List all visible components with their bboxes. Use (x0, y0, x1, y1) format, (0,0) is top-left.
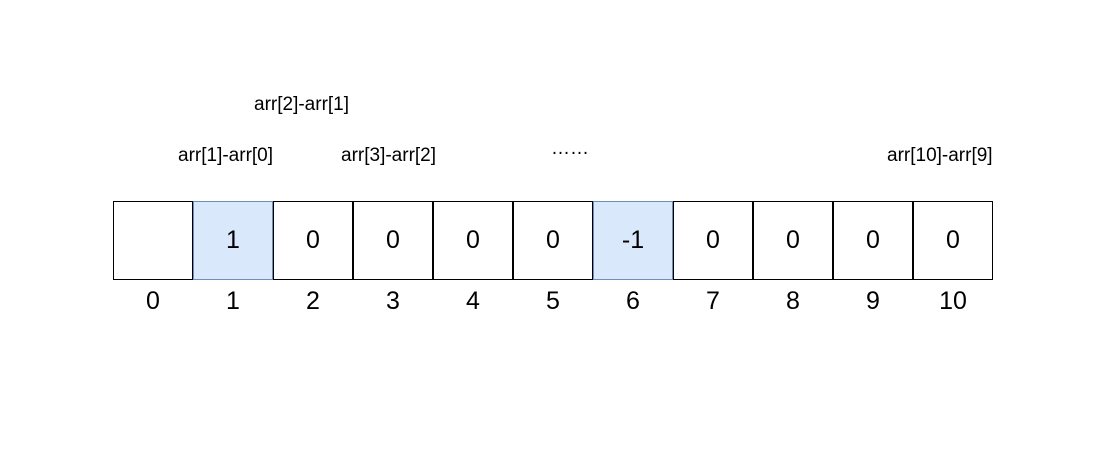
annotation-arr3-arr2: arr[3]-arr[2] (341, 145, 437, 166)
annotation-ellipsis: …… (551, 138, 589, 159)
index-label-3: 3 (386, 287, 400, 315)
index-label-1: 1 (226, 287, 240, 315)
array-cell-0 (113, 201, 193, 280)
array-cell-5: 0 (513, 201, 593, 280)
array-cell-9: 0 (833, 201, 913, 280)
array-cell-6: -1 (593, 201, 673, 280)
annotation-arr1-arr0: arr[1]-arr[0] (178, 145, 274, 166)
array-cell-3: 0 (353, 201, 433, 280)
array-cell-10: 0 (913, 201, 993, 280)
array-cell-7: 0 (673, 201, 753, 280)
annotation-arr10-arr9: arr[10]-arr[9] (887, 145, 993, 166)
index-label-10: 10 (939, 287, 967, 315)
array-cell-8: 0 (753, 201, 833, 280)
index-label-0: 0 (146, 287, 160, 315)
array-cell-4: 0 (433, 201, 513, 280)
annotation-arr2-arr1: arr[2]-arr[1] (254, 94, 350, 115)
index-label-9: 9 (866, 287, 880, 315)
index-label-7: 7 (706, 287, 720, 315)
array-cell-2: 0 (273, 201, 353, 280)
index-label-5: 5 (546, 287, 560, 315)
index-label-4: 4 (466, 287, 480, 315)
array-cell-1: 1 (193, 201, 273, 280)
index-label-2: 2 (306, 287, 320, 315)
index-label-6: 6 (626, 287, 640, 315)
index-label-8: 8 (786, 287, 800, 315)
